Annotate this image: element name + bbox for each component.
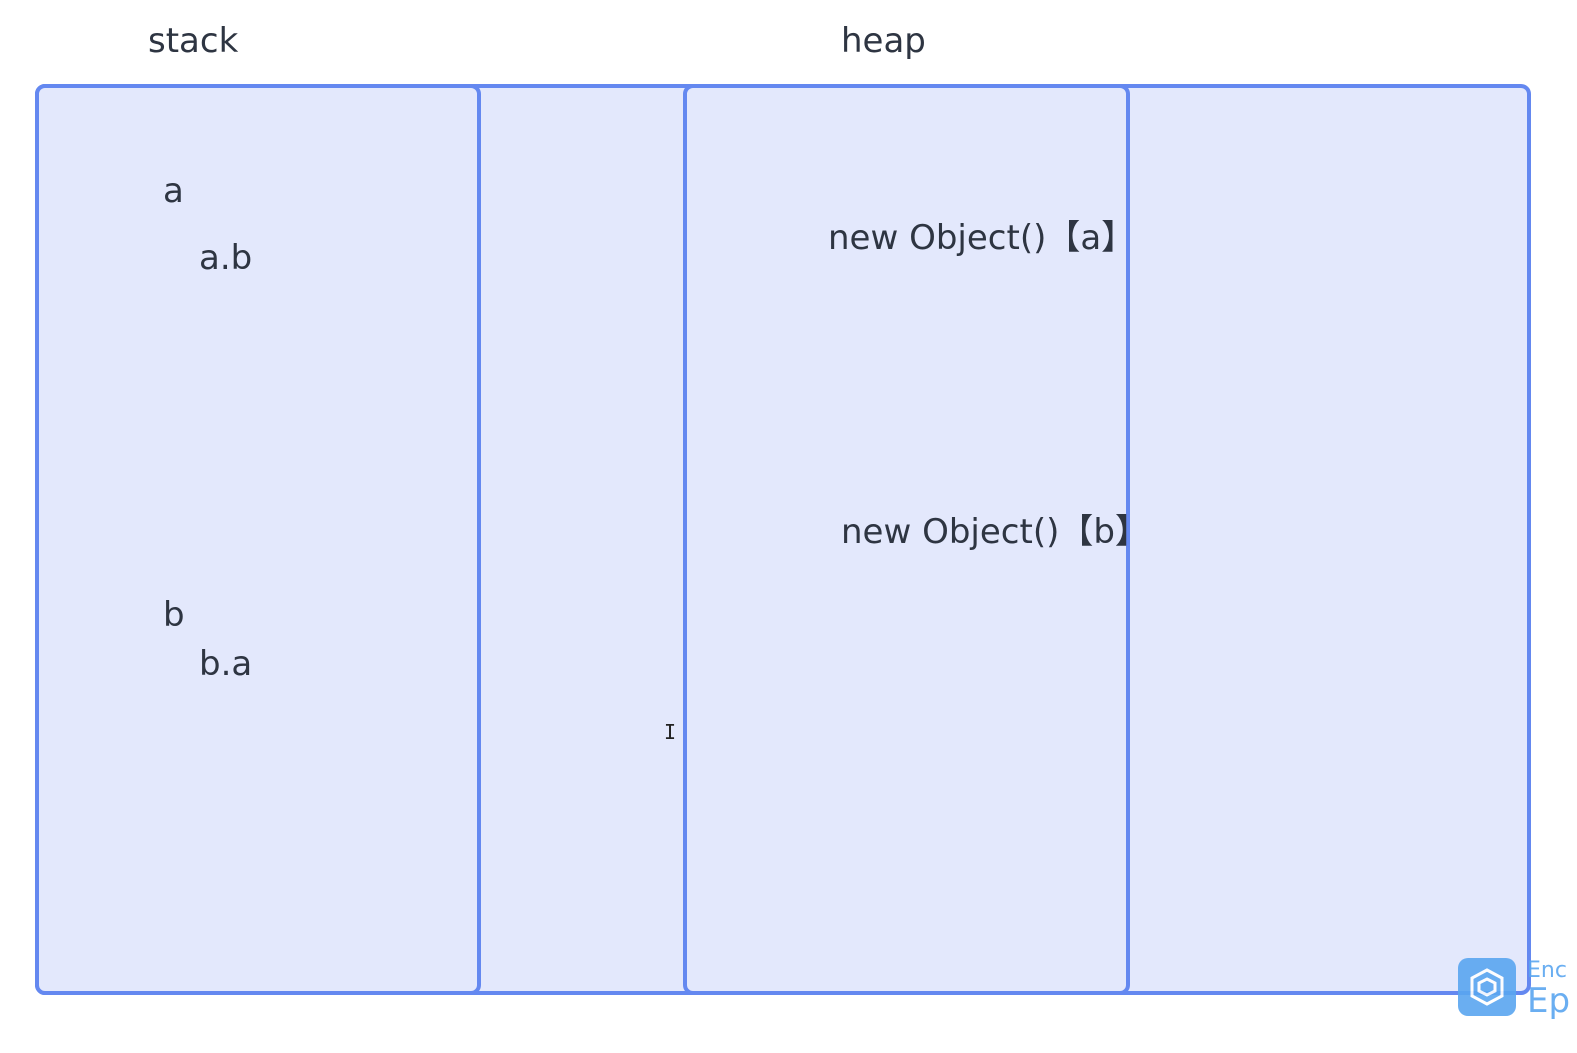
stack-title: stack [148, 21, 239, 61]
heap-box [683, 84, 1130, 995]
stack-var-a-b: a.b [199, 238, 253, 278]
heap-object-a: new Object()【a】 [828, 218, 1136, 258]
heap-title: heap [841, 21, 926, 61]
stack-box [35, 84, 481, 995]
watermark-line2: Ep [1527, 981, 1571, 1022]
watermark-line1: Enc [1527, 958, 1567, 983]
text-cursor-icon: I [664, 720, 677, 744]
stack-var-a: a [163, 171, 184, 211]
stack-var-b-a: b.a [199, 644, 253, 684]
watermark-text: Enc Ep [1527, 958, 1570, 1018]
cube-logo-icon [1458, 958, 1516, 1016]
heap-object-b: new Object()【b】 [841, 512, 1149, 552]
stack-var-b: b [163, 595, 185, 635]
